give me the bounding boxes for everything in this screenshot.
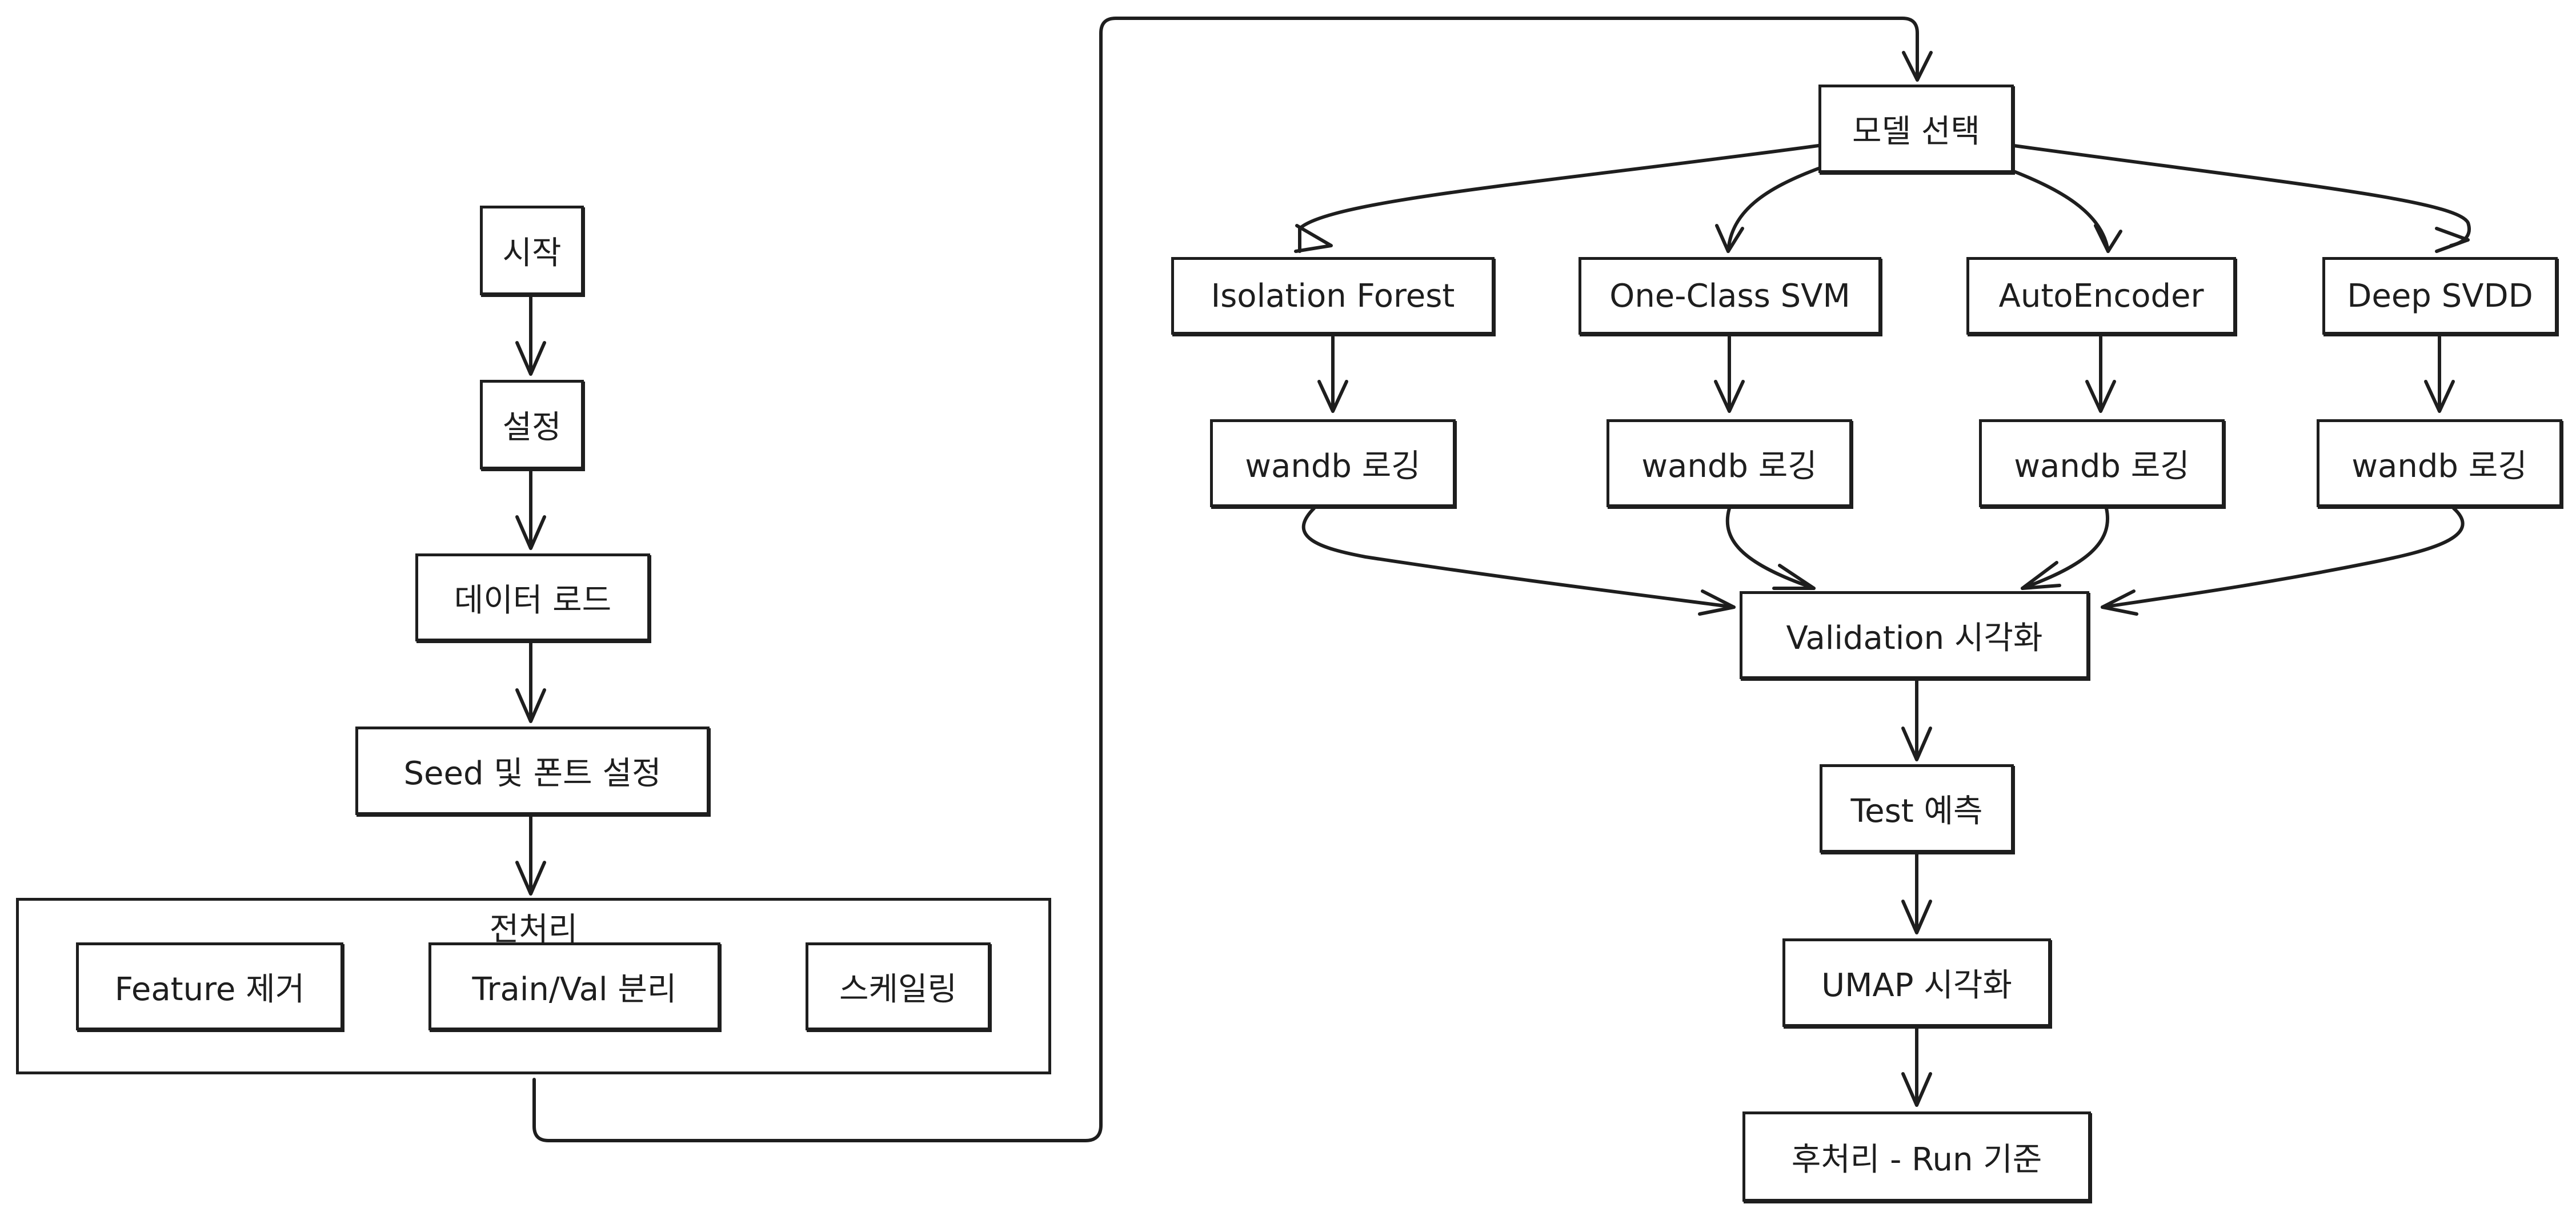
preprocess-group: [16, 898, 1051, 1074]
seed-font-node[interactable]: Seed 및 폰트 설정: [355, 727, 710, 815]
edge-modelselect-deepsvdd: [2012, 144, 2471, 247]
arrowhead: [2424, 380, 2455, 413]
edge-wandb2-validation: [1725, 507, 1816, 590]
autoencoder-node[interactable]: AutoEncoder: [1966, 257, 2236, 335]
test-predict-node[interactable]: Test 예측: [1820, 764, 2014, 853]
model-select-node[interactable]: 모델 선택: [1818, 85, 2014, 173]
wandb-logging-node-3[interactable]: wandb 로깅: [1979, 419, 2225, 507]
arrowhead: [515, 861, 546, 896]
arrowhead: [1902, 51, 1933, 82]
umap-viz-node[interactable]: UMAP 시각화: [1782, 938, 2051, 1027]
postprocess-node[interactable]: 후처리 - Run 기준: [1742, 1111, 2091, 1202]
one-class-svm-node[interactable]: One-Class SVM: [1579, 257, 1881, 335]
wandb-logging-node-4[interactable]: wandb 로깅: [2317, 419, 2562, 507]
arrowhead: [2085, 380, 2116, 413]
arrowhead: [2101, 589, 2138, 616]
arrowhead: [515, 341, 546, 376]
deep-svdd-node[interactable]: Deep SVDD: [2322, 257, 2558, 335]
arrowhead: [1317, 380, 1348, 413]
edge-wandb1-validation: [1301, 507, 1736, 609]
arrowhead: [1901, 900, 1932, 934]
arrowhead: [1714, 380, 1745, 413]
validation-viz-node[interactable]: Validation 시각화: [1740, 591, 2089, 679]
edge-modelselect-isolation: [1298, 144, 1820, 253]
arrowhead: [1294, 224, 1333, 253]
isolation-forest-node[interactable]: Isolation Forest: [1171, 257, 1495, 335]
arrowhead: [1901, 727, 1932, 761]
data-load-node[interactable]: 데이터 로드: [415, 553, 650, 641]
arrowhead: [1715, 224, 1744, 253]
edge-wandb3-validation: [2021, 507, 2109, 590]
arrowhead: [2094, 224, 2122, 253]
start-node[interactable]: 시작: [480, 206, 584, 295]
setup-node[interactable]: 설정: [480, 380, 584, 469]
edge-modelselect-ocsvm: [1726, 167, 1820, 253]
arrowhead: [515, 688, 546, 723]
arrowhead: [1698, 589, 1736, 616]
preprocess-group-label: 전처리: [489, 911, 578, 948]
arrowhead: [2021, 561, 2061, 590]
edge-preprocess-modelselect: [532, 17, 1919, 1142]
arrowhead: [1772, 564, 1816, 590]
feature-remove-node[interactable]: Feature 제거: [76, 942, 343, 1030]
scaling-node[interactable]: 스케일링: [806, 942, 991, 1030]
wandb-logging-node-2[interactable]: wandb 로깅: [1607, 419, 1852, 507]
arrowhead: [1901, 1072, 1932, 1107]
arrowhead: [515, 515, 546, 550]
wandb-logging-node-1[interactable]: wandb 로깅: [1210, 419, 1456, 507]
train-val-split-node[interactable]: Train/Val 분리: [428, 942, 720, 1030]
arrowhead: [2435, 227, 2470, 253]
edge-modelselect-autoencoder: [2012, 170, 2110, 253]
edge-wandb4-validation: [2101, 507, 2465, 609]
